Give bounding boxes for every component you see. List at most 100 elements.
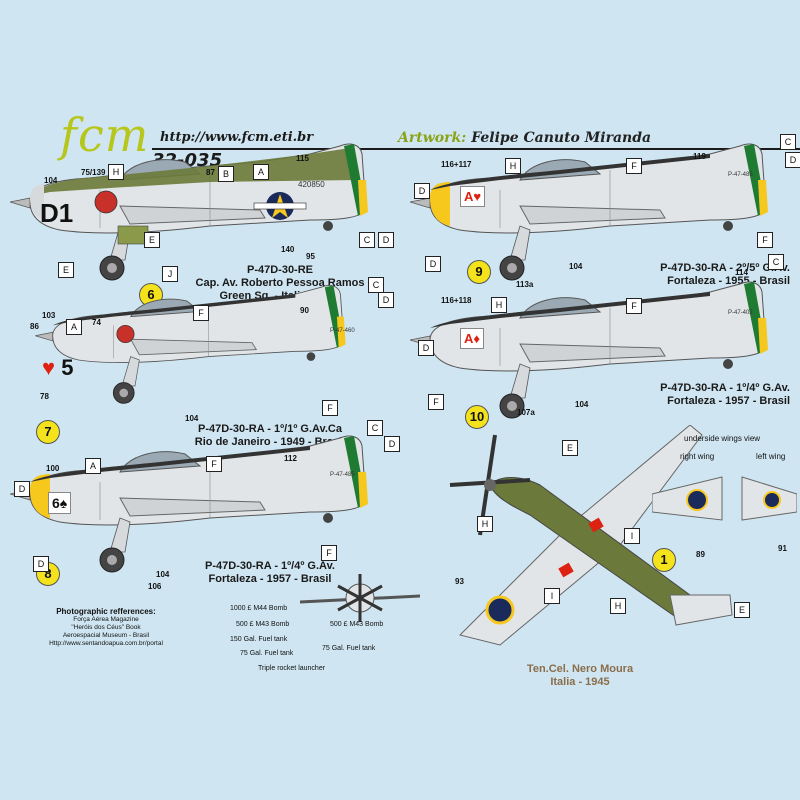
profile-10-caption: P-47D-30-RA - 1º/4º G.Av. Fortaleza - 19… — [580, 382, 790, 408]
ref-112: 112 — [284, 454, 297, 463]
planview-caption: Ten.Cel. Nero Moura Italia - 1945 — [510, 663, 650, 689]
tag-f-10b: F — [428, 394, 444, 410]
underside-left-label: left wing — [756, 452, 786, 461]
tag-f-10: F — [626, 298, 642, 314]
photo-refs-title: Photographic refferences: — [56, 607, 156, 616]
tag-c-10: C — [768, 254, 784, 270]
aircraft-profile-8 — [10, 435, 368, 573]
ref-100: 100 — [46, 464, 60, 473]
photo-ref-line: Força Aérea Magazine — [73, 616, 139, 623]
weapon-75-tank-b: 75 Gal. Fuel tank — [322, 645, 376, 652]
tag-a-7: A — [66, 319, 82, 335]
ref-87: 87 — [206, 168, 215, 177]
profile-8-caption: P-47D-30-RA - 1º/4º G.Av. Fortaleza - 19… — [170, 560, 370, 586]
tag-c-9: C — [780, 134, 796, 150]
aircraft-profile-7 — [34, 285, 346, 404]
tag-d: D — [378, 232, 394, 248]
ref-75-139: 75/139 — [81, 168, 106, 177]
weapon-500-bomb-b: 500 £ M43 Bomb — [330, 621, 384, 628]
ref-89: 89 — [696, 550, 705, 559]
weapon-75-tank-a: 75 Gal. Fuel tank — [240, 650, 294, 657]
ref-90: 90 — [300, 306, 309, 315]
caption-line: Italia - 1945 — [550, 676, 610, 688]
underside-wings — [652, 476, 797, 521]
profile-9-serial: P-47-485 — [728, 172, 753, 178]
profile-9-card: A♥ — [460, 186, 486, 207]
ref-103: 103 — [42, 311, 56, 320]
tag-h-10: H — [491, 297, 507, 313]
profile-7-number: 7 — [36, 420, 60, 444]
card-value: A — [464, 331, 474, 346]
tag-f-9b: F — [757, 232, 773, 248]
artwork-name: Felipe Canuto Miranda — [471, 130, 652, 146]
ref-116-117: 116+117 — [441, 160, 472, 169]
tag-d-8b: D — [14, 481, 30, 497]
ref-104: 104 — [44, 176, 58, 185]
tag-d-8c: D — [33, 556, 49, 572]
profile-10-number: 10 — [465, 405, 489, 429]
tag-e-1: E — [562, 440, 578, 456]
card-value: A — [464, 189, 474, 204]
caption-line: Ten.Cel. Nero Moura — [526, 663, 634, 675]
ref-95: 95 — [306, 252, 315, 261]
tag-i-1b: I — [544, 588, 560, 604]
tag-d-7: D — [378, 292, 394, 308]
ref-91: 91 — [778, 544, 787, 553]
ref-107a: 107a — [517, 408, 535, 417]
code-digit: 5 — [61, 355, 74, 380]
artwork-credit: Artwork: Felipe Canuto Miranda — [398, 130, 651, 146]
tag-b: B — [218, 166, 234, 182]
photo-ref-line: "Heróis dos Céus" Book — [71, 624, 141, 631]
tag-e-1b: E — [734, 602, 750, 618]
ref-116-118: 116+118 — [441, 296, 472, 305]
caption-line: Rio de Janeiro - 1949 - Brasil — [194, 436, 346, 448]
caption-line: P-47D-30-RA - 2º/5º G.Av. — [660, 262, 790, 274]
ref-113a: 113a — [516, 280, 534, 289]
photo-references: Photographic refferences: Força Aérea Ma… — [16, 608, 196, 648]
profile-9-number: 9 — [467, 260, 491, 284]
tag-f-8: F — [206, 456, 222, 472]
profile-7-caption: P-47D-30-RA - 1º/1º G.Av.Ca Rio de Janei… — [170, 423, 370, 449]
tag-h-1b: H — [610, 598, 626, 614]
caption-line: P-47D-30-RA - 1º/1º G.Av.Ca — [198, 423, 342, 435]
tag-d-8: D — [384, 436, 400, 452]
ref-86: 86 — [30, 322, 39, 331]
profile-9-caption: P-47D-30-RA - 2º/5º G.Av. Fortaleza - 19… — [580, 262, 790, 288]
tag-a-8: A — [85, 458, 101, 474]
tag-i-1: I — [624, 528, 640, 544]
tag-f-7: F — [193, 305, 209, 321]
planview-number: 1 — [652, 548, 676, 572]
caption-line: Fortaleza - 1955 - Brasil — [667, 275, 790, 287]
photo-ref-line[interactable]: Http://www.sentandoapua.com.br/portal — [49, 640, 163, 647]
tag-d-10: D — [418, 340, 434, 356]
ref-140: 140 — [281, 245, 295, 254]
tag-e: E — [58, 262, 74, 278]
tag-c: C — [359, 232, 375, 248]
profile-8-serial: P-47-485 — [330, 472, 355, 478]
profile-10-card: A♦ — [460, 328, 485, 349]
profile-7-serial: P-47-460 — [330, 328, 355, 334]
ref-104-d: 104 — [569, 262, 583, 271]
ref-119: 119 — [693, 152, 706, 161]
tag-h: H — [108, 164, 124, 180]
website-url[interactable]: http://www.fcm.eti.br — [160, 130, 314, 145]
tag-j: J — [162, 266, 178, 282]
weapon-150-tank: 150 Gal. Fuel tank — [230, 636, 288, 643]
header-divider — [152, 148, 800, 150]
weapon-rocket-launcher: Triple rocket launcher — [258, 665, 326, 672]
tag-e-2: E — [144, 232, 160, 248]
tag-d-9c: D — [425, 256, 441, 272]
tag-a: A — [253, 164, 269, 180]
tag-f-8b: F — [321, 545, 337, 561]
photo-ref-line: Aeroespacial Museum - Brasil — [62, 632, 150, 639]
caption-line: Cap. Av. Roberto Pessoa Ramos — [195, 277, 365, 289]
card-value: 6 — [52, 495, 60, 511]
caption-line: P-47D-30-RE — [246, 264, 314, 276]
aircraft-profile-6 — [10, 143, 368, 281]
ref-78: 78 — [40, 392, 49, 401]
tag-h-1: H — [477, 516, 493, 532]
ref-104-b: 104 — [185, 414, 199, 423]
ref-114: 114 — [735, 268, 748, 277]
caption-line: P-47D-30-RA - 1º/4º G.Av. — [660, 382, 790, 394]
tag-f-9: F — [626, 158, 642, 174]
